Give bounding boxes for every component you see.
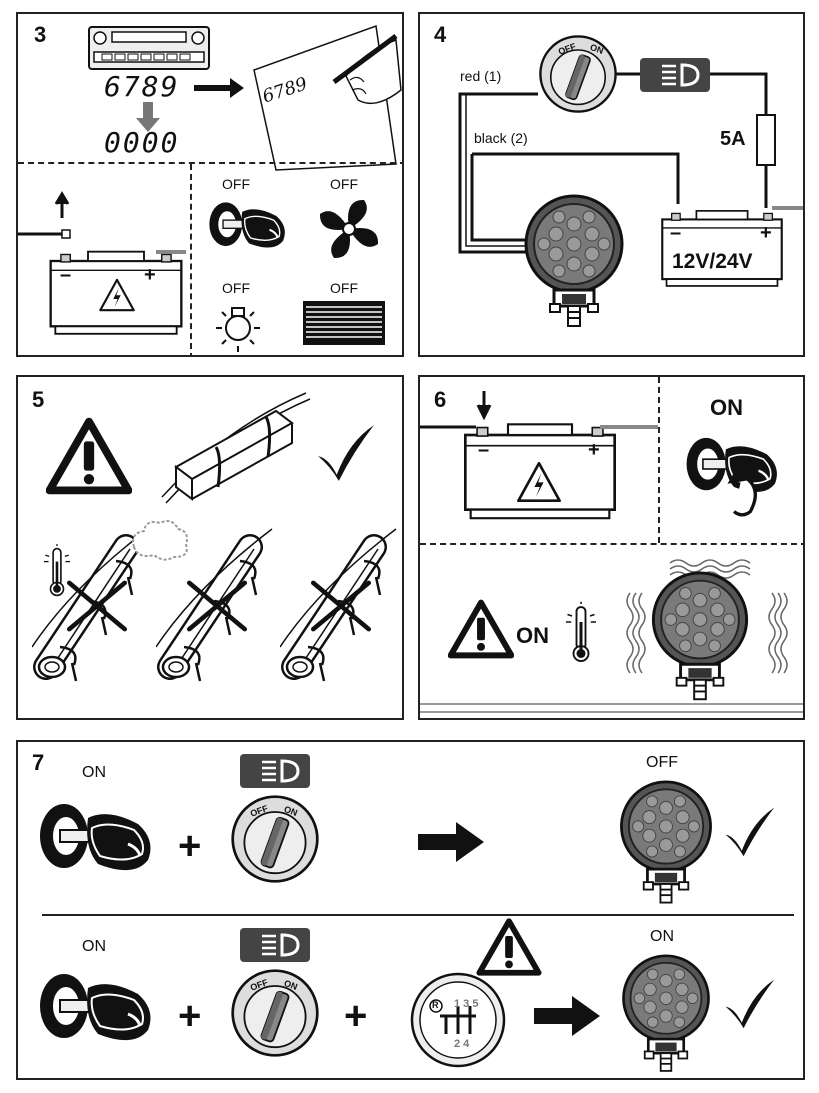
step-number: 3	[34, 22, 47, 47]
divider	[18, 162, 402, 164]
step-number: 4	[434, 22, 447, 47]
arrow-right-icon	[534, 996, 600, 1036]
panel-step-6: 6 – + ON ON	[418, 375, 805, 720]
off-label-light: OFF	[222, 280, 250, 296]
battery-voltage: 12V/24V	[672, 250, 753, 273]
heater-icon	[303, 301, 385, 345]
divider	[420, 543, 803, 545]
wire-red-label: red (1)	[460, 68, 502, 84]
ignition-on-label: ON	[82, 938, 106, 955]
rotary-switch-icon	[539, 35, 617, 113]
key-icon	[38, 802, 152, 872]
arrow-right-icon	[194, 78, 244, 98]
panel-step-7: 7 ON + OFF ON OFF ON + OFF ON + R 1 3 5 …	[16, 740, 805, 1080]
key-icon	[208, 201, 286, 249]
display-after: 0000	[104, 126, 180, 159]
gear-reverse: R	[432, 1000, 439, 1010]
headlight-icon	[240, 928, 310, 962]
steam-icon	[132, 520, 188, 561]
heat-waves	[626, 559, 788, 674]
battery-icon	[420, 391, 658, 520]
warning-icon	[99, 278, 135, 312]
divider	[658, 377, 660, 543]
battery-plus: +	[760, 222, 772, 244]
step-number: 6	[434, 387, 447, 412]
work-lamp-icon	[651, 571, 749, 701]
arrow-right-icon	[418, 822, 484, 862]
cross-icon	[58, 573, 136, 639]
gear-shift-icon	[410, 972, 506, 1068]
work-lamp-icon	[524, 194, 624, 328]
warning-icon	[448, 599, 514, 659]
fuse-label: 5A	[720, 128, 746, 150]
panel-step-3: 3 6789 0000 6789 – + OFF OFF OFF OFF	[16, 12, 404, 357]
rotary-switch-icon	[231, 969, 319, 1057]
ignition-on-label: ON	[710, 395, 743, 420]
wire-black-label: black (2)	[474, 130, 528, 146]
off-label-fan: OFF	[330, 176, 358, 192]
off-label-heater: OFF	[330, 280, 358, 296]
panel-step-5: 5	[16, 375, 404, 720]
work-lamp-icon	[622, 954, 710, 1073]
warning-icon	[476, 918, 542, 976]
battery-plus: +	[144, 264, 156, 286]
check-icon	[725, 979, 775, 1029]
battery-icon	[18, 191, 186, 335]
row-divider	[42, 914, 794, 916]
thermometer-icon	[566, 600, 596, 663]
ignition-on-label: ON	[82, 764, 106, 781]
fan-icon	[319, 199, 379, 259]
warning-on-label: ON	[516, 623, 549, 648]
key-icon	[685, 436, 779, 517]
gear-top-numbers: 1 3 5	[454, 998, 479, 1010]
headlight-icon	[640, 58, 710, 92]
step-number: 5	[32, 387, 45, 412]
bulb-icon	[216, 307, 260, 352]
battery-plus: +	[588, 439, 600, 461]
plus-sign: +	[178, 824, 202, 868]
cable-tie-icon	[161, 392, 311, 504]
plus-sign: +	[178, 994, 202, 1038]
cross-icon	[302, 573, 380, 639]
off-label-key: OFF	[222, 176, 250, 192]
radio-icon	[88, 26, 210, 70]
battery-icon	[661, 209, 783, 288]
gear-bottom-numbers: 2 4	[454, 1038, 470, 1050]
warning-icon	[517, 461, 561, 503]
cross-icon	[178, 573, 256, 639]
rotary-switch-icon	[231, 795, 319, 883]
check-icon	[318, 425, 374, 481]
arrow-down-icon	[136, 102, 160, 132]
headlight-icon	[240, 754, 310, 788]
wiring-lines	[458, 72, 803, 254]
battery-minus: –	[60, 264, 72, 286]
warning-icon	[46, 417, 132, 495]
lamp-state-label: OFF	[646, 754, 678, 771]
step-number: 7	[32, 750, 45, 775]
mounting-surface	[420, 703, 803, 713]
plus-sign: +	[344, 994, 368, 1038]
battery-minus: –	[478, 439, 490, 461]
pen-hand-icon	[253, 24, 402, 171]
check-icon	[725, 807, 775, 857]
work-lamp-icon	[619, 780, 713, 905]
display-before: 6789	[104, 70, 180, 103]
lamp-state-label: ON	[650, 928, 674, 945]
divider	[190, 164, 192, 355]
key-icon	[38, 972, 152, 1042]
panel-step-4: 4 red (1) black (2) OFF ON 5A – + 12V/24…	[418, 12, 805, 357]
fuse-icon	[756, 114, 776, 166]
battery-minus: –	[670, 222, 682, 244]
